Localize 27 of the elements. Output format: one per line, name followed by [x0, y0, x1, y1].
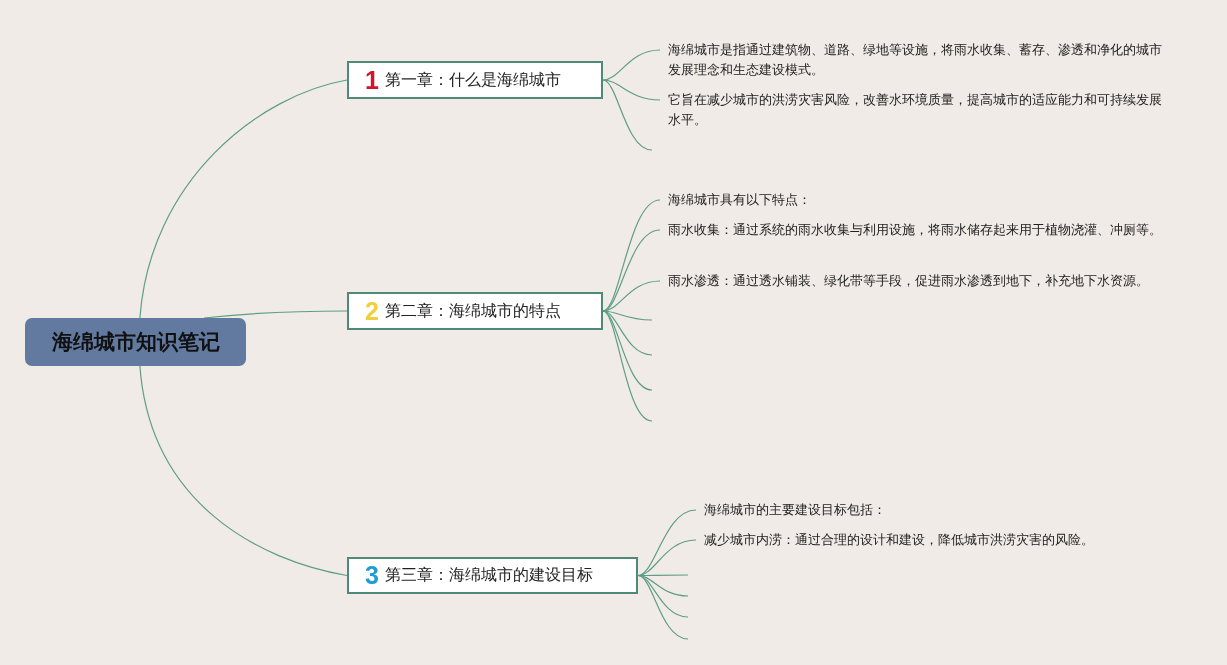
note-text: 海绵城市具有以下特点： — [667, 191, 812, 209]
note-text: 海绵城市是指通过建筑物、道路、绿地等设施，将雨水收集、蓄存、渗透和净化的城市发展理念和生态建设模式。 — [667, 41, 1163, 79]
chapter-number: 1 — [365, 67, 379, 93]
branch-line — [602, 199, 661, 312]
chapter-title: 第二章：海绵城市的特点 — [384, 300, 561, 322]
chapter-number: 3 — [365, 563, 379, 588]
note-text: 它旨在减少城市的洪涝灾害风险，改善水环境质量，提高城市的适应能力和可持续发展水平。 — [667, 91, 1163, 129]
chapter-topic-box — [347, 557, 638, 594]
branch-line — [637, 574, 689, 640]
chapter-topic-box — [347, 292, 603, 330]
branch-line — [602, 49, 661, 81]
branch-line — [602, 310, 653, 422]
branch-line — [139, 365, 348, 577]
branch-line — [203, 310, 348, 319]
chapter-title: 第三章：海绵城市的建设目标 — [384, 565, 593, 586]
branch-line — [602, 79, 653, 151]
note-text: 海绵城市的主要建设目标包括： — [703, 501, 887, 519]
chapter-title: 第一章：什么是海绵城市 — [384, 69, 561, 91]
root-topic-box: 海绵城市知识笔记 — [25, 318, 246, 366]
branch-line — [637, 509, 697, 577]
chapter-number: 2 — [365, 298, 379, 324]
chapter-topic-box — [347, 61, 603, 99]
note-text: 减少城市内涝：通过合理的设计和建设，降低城市洪涝灾害的风险。 — [703, 531, 1095, 549]
branch-line — [602, 310, 653, 391]
note-text: 雨水收集：通过系统的雨水收集与利用设施，将雨水储存起来用于植物浇灌、冲厕等。 — [667, 221, 1163, 239]
branch-line — [139, 79, 348, 319]
note-text: 雨水渗透：通过透水铺装、绿化带等手段，促进雨水渗透到地下，补充地下水资源。 — [667, 272, 1150, 290]
